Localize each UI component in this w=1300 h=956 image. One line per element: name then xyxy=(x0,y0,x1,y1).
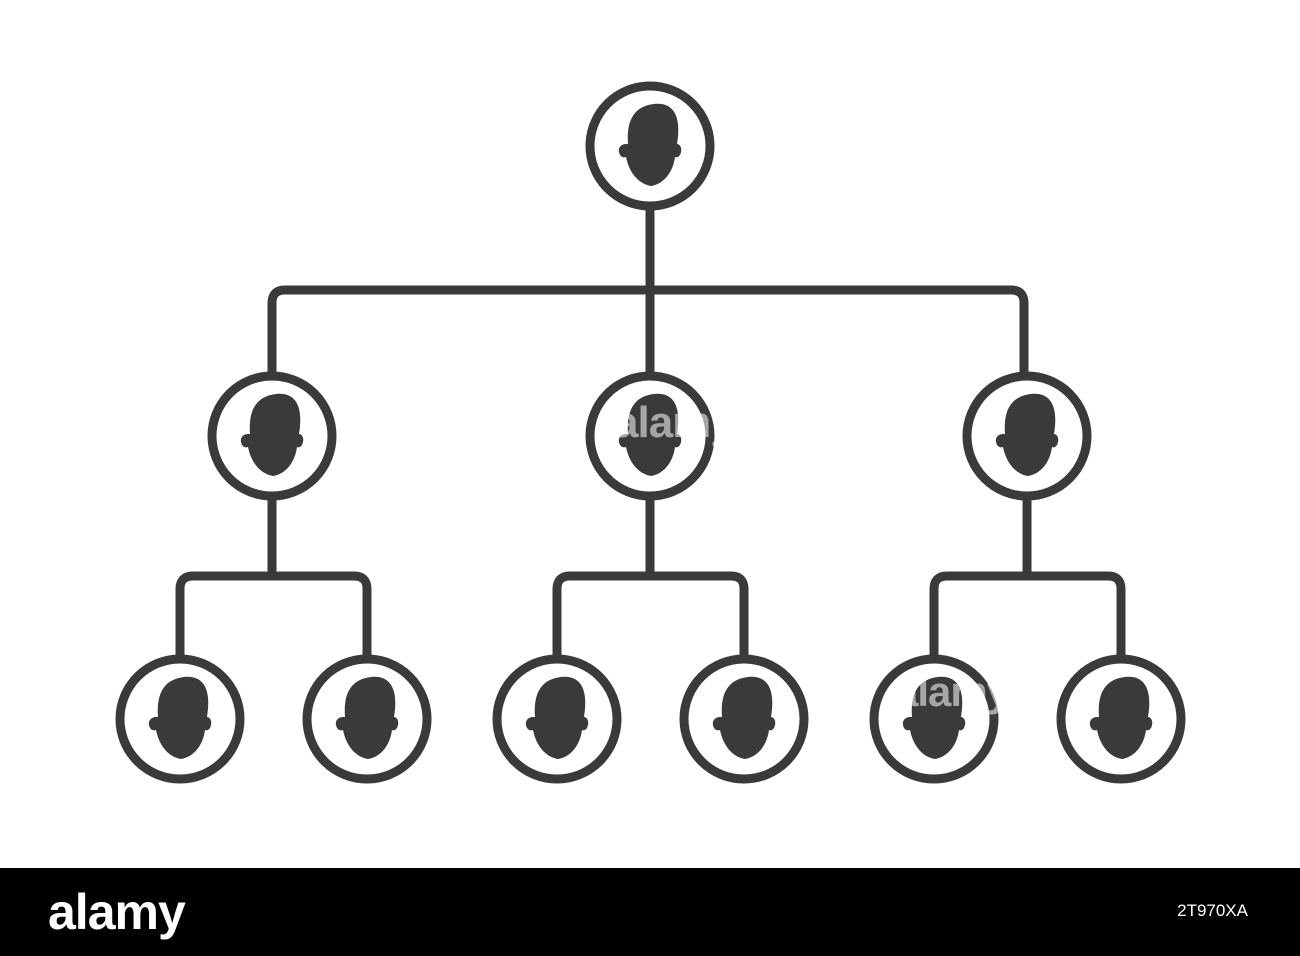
org-chart-svg xyxy=(115,81,1186,784)
node-root-person-icon xyxy=(618,103,682,186)
node-manager-3-person-icon xyxy=(995,393,1059,476)
node-manager-1-person-icon xyxy=(240,393,304,476)
node-member-4-person-icon xyxy=(712,676,776,759)
node-member-6-person-icon xyxy=(1089,676,1153,759)
footer-image-code: 2T970XA xyxy=(1177,901,1248,920)
node-member-2-person-icon xyxy=(335,676,399,759)
connector-line-7 xyxy=(552,571,749,661)
connector-line-9 xyxy=(929,571,1126,661)
node-manager-2-person-icon xyxy=(618,393,682,476)
footer-brand-logo[interactable]: alamy xyxy=(48,884,186,940)
node-member-5-person-icon xyxy=(902,676,966,759)
node-member-3-person-icon xyxy=(525,676,589,759)
footer-bar: alamy 2T970XA xyxy=(0,868,1300,956)
connector-line-3 xyxy=(267,285,1029,377)
connector-line-5 xyxy=(175,571,372,661)
node-member-1-person-icon xyxy=(148,676,212,759)
org-chart: alamy alamy xyxy=(115,81,1186,784)
